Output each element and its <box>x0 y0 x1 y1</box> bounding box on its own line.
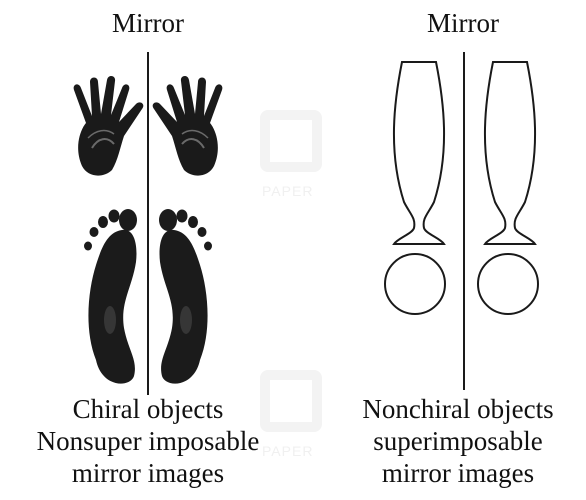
left-caption-line-1: Chiral objects <box>0 394 296 424</box>
right-goblet <box>485 62 535 244</box>
left-caption-line-3: mirror images <box>0 458 296 488</box>
left-sphere <box>385 254 445 314</box>
right-caption-line-2: superimposable <box>330 426 586 456</box>
right-caption-line-1: Nonchiral objects <box>330 394 586 424</box>
right-caption-line-3: mirror images <box>330 458 586 488</box>
left-goblet <box>394 62 444 244</box>
right-foot-image <box>159 209 212 384</box>
left-hand-image <box>74 76 144 176</box>
left-foot-image <box>84 209 137 384</box>
right-sphere <box>478 254 538 314</box>
right-hand-image <box>153 76 223 176</box>
left-caption-line-2: Nonsuper imposable <box>0 426 296 456</box>
